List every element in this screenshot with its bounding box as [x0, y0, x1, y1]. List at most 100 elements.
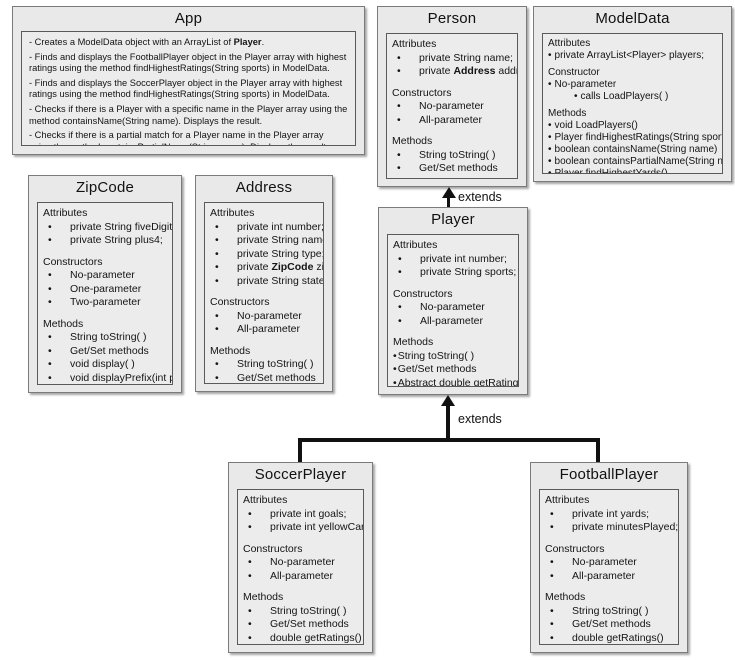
section-gap — [392, 127, 512, 135]
section-heading: Attributes — [393, 239, 438, 251]
section-heading: Methods — [43, 317, 84, 330]
member-text: boolean containsPartialName(String name) — [554, 156, 723, 167]
inheritance-drop-soccerplayer — [298, 438, 302, 462]
bullet-icon: • — [398, 266, 402, 278]
section-gap — [392, 79, 512, 87]
bullet-icon: • — [248, 604, 252, 617]
app-description-line: - Finds and displays the FootballPlayer … — [29, 51, 347, 74]
bullet-icon: • — [397, 100, 401, 112]
section-heading: Constructor — [548, 67, 600, 78]
class-title-person: Person — [427, 10, 477, 27]
bullet-icon: • — [48, 296, 52, 308]
member-item: •double getRatings() — [545, 631, 673, 645]
member-item: •Abstract double getRatings(); — [393, 376, 518, 387]
class-box-modeldata: ModelData Attributes•private ArrayList<P… — [533, 6, 732, 182]
member-item: •No-parameter — [393, 301, 513, 315]
section-heading: Attributes — [545, 494, 590, 506]
member-text: private int goals; — [270, 507, 347, 520]
section-heading: Constructors — [393, 287, 453, 300]
member-text: Player findHighestYards() — [554, 168, 668, 174]
section-heading: Constructors — [43, 255, 103, 268]
member-item: •Get/Set methods — [393, 363, 513, 377]
member-text: void display( ) — [70, 358, 135, 370]
bullet-icon: • — [248, 631, 252, 644]
section-gap — [545, 535, 673, 543]
bullet-icon: • — [248, 618, 252, 630]
inheritance-arrow-icon — [441, 395, 455, 406]
member-text: No-parameter — [554, 79, 617, 90]
inheritance-line-children-player — [446, 406, 450, 440]
bullet-icon: • — [548, 132, 552, 143]
section-heading: Constructors — [243, 542, 303, 555]
class-title-player: Player — [431, 211, 475, 228]
member-text: String toString( ) — [270, 604, 347, 617]
member-text: No-parameter — [270, 556, 335, 568]
member-item: •private int number; — [210, 220, 323, 235]
bullet-icon: • — [398, 301, 402, 313]
member-text: private String name; — [419, 51, 513, 64]
member-item: •No-parameter — [392, 100, 512, 114]
app-description-line: - Checks if there is a partial match for… — [29, 130, 329, 145]
bullet-icon: • — [48, 358, 52, 370]
bullet-icon: • — [550, 507, 554, 520]
section-heading: Methods — [243, 591, 284, 603]
member-item: •Player findHighestYards() — [548, 168, 717, 174]
member-item: •private int yards; — [545, 508, 673, 522]
member-item: • String toString( ) — [243, 605, 358, 619]
member-text: No-parameter — [70, 269, 135, 281]
bullet-icon: • — [398, 314, 402, 327]
class-box-soccerplayer: SoccerPlayer Attributes•private int goal… — [228, 462, 373, 653]
member-text: double getRatings() — [572, 631, 664, 644]
section-gap — [210, 337, 318, 345]
section-gap — [545, 583, 673, 591]
member-item: •private String name; — [210, 234, 323, 248]
bullet-icon: • — [215, 274, 219, 287]
class-box-person: Person Attributes•private String name;•p… — [377, 6, 527, 187]
member-text: boolean containsName(String name) — [554, 144, 718, 155]
member-text: private String plus4; — [70, 234, 163, 246]
bullet-icon: • — [548, 50, 552, 61]
class-body-address: Attributes•private int number;•private S… — [204, 202, 324, 384]
section-heading: Methods — [548, 108, 587, 119]
member-text: private int yellowCards; — [270, 521, 364, 533]
section-heading: Attributes — [392, 38, 437, 50]
member-item: •String toString( ) — [392, 149, 512, 163]
member-item: •String toString( ) — [43, 331, 167, 345]
app-description-line: - Checks if there is a Player with a spe… — [29, 103, 348, 126]
member-item: •All-parameter — [545, 570, 673, 584]
member-text: calls LoadPlayers( ) — [580, 91, 669, 102]
bullet-icon: • — [248, 569, 252, 582]
inheritance-line-player-person — [447, 197, 450, 207]
bullet-icon: • — [215, 371, 219, 384]
bullet-icon: • — [48, 331, 52, 343]
inheritance-drop-footballplayer — [596, 438, 600, 462]
member-text: Get/Set methods — [70, 344, 149, 357]
bullet-icon: • — [548, 168, 552, 174]
class-body-player: Attributes•private int number;•private S… — [387, 234, 519, 387]
bullet-icon: • — [215, 220, 219, 233]
bullet-icon: • — [397, 113, 401, 126]
member-text: void LoadPlayers() — [554, 120, 638, 131]
section-heading: Methods — [210, 344, 251, 357]
member-item: •Get/Set methods — [545, 618, 673, 632]
member-text: private String type; — [237, 247, 324, 260]
class-title-app: App — [174, 10, 203, 27]
bullet-icon: • — [215, 247, 219, 260]
member-text: No-parameter — [572, 556, 637, 568]
bullet-icon: • — [393, 376, 397, 387]
member-item: •boolean containsName(String name) — [548, 144, 717, 156]
bullet-icon: • — [215, 234, 219, 246]
class-body-footballplayer: Attributes•private int yards;•private mi… — [539, 489, 679, 645]
member-text: All-parameter — [572, 569, 636, 582]
member-text: One-parameter — [70, 282, 142, 295]
member-item: •private String fiveDigit; — [43, 220, 172, 235]
member-item: •double getRatings() — [243, 631, 362, 645]
class-box-footballplayer: FootballPlayer Attributes•private int ya… — [530, 462, 688, 653]
bullet-icon: • — [48, 220, 52, 233]
bullet-icon: • — [48, 282, 52, 295]
bullet-icon: • — [397, 162, 401, 174]
bullet-icon: • — [550, 556, 554, 568]
member-text: private Address address; — [419, 65, 518, 77]
member-item: •private String name; — [392, 51, 513, 66]
member-item: • void display( ) — [43, 358, 167, 372]
